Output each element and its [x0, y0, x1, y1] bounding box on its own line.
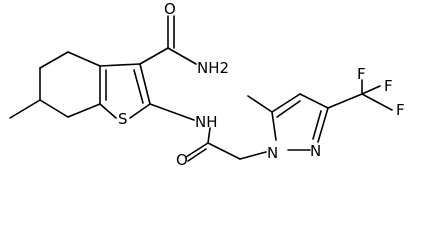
bond-acyl-ch2	[207, 142, 241, 160]
atom-nh-link: NH	[195, 113, 218, 131]
bond-thio-d	[99, 103, 117, 119]
bond-c-nh	[149, 103, 195, 121]
bond-pyr-b-1	[271, 93, 301, 113]
atom-n-pyrazole-2: N	[310, 142, 321, 160]
bond-cf-lower-right	[361, 93, 393, 111]
bond-ring6-e	[67, 103, 101, 118]
atom-nh2-amide: NH2	[197, 59, 229, 77]
chemical-structure-drawing: O NH2 S NH O N N F F F	[9, 0, 405, 169]
bond-pyr-b-2	[276, 100, 301, 118]
bond-pyr-c	[299, 93, 329, 109]
bond-amide-cn	[167, 47, 197, 65]
bond-ring6-c	[67, 51, 101, 67]
bond-pyr-a	[271, 111, 277, 141]
bonds	[9, 15, 393, 162]
bond-thio-c	[129, 103, 151, 119]
atom-f-lower-right: F	[396, 101, 405, 119]
bond-pyr-d-2	[312, 110, 322, 140]
bond-pyr-methyl	[247, 95, 273, 113]
bond-nh-c	[207, 127, 211, 144]
atom-o-acyl: O	[176, 151, 188, 169]
bond-pyr-d-1	[317, 107, 329, 143]
bond-ring6-b	[39, 51, 69, 69]
bond-thio-b-1	[139, 63, 151, 105]
bond-acyl-co-2	[187, 148, 207, 162]
bond-cf-upper-right	[361, 85, 381, 95]
bond-ring6-d	[39, 99, 69, 118]
atom-n-pyrazole-1: N	[267, 144, 278, 162]
bond-ch2-n	[239, 151, 267, 160]
atom-f-upper-right: F	[384, 77, 393, 95]
bond-thio-b-2	[133, 69, 144, 104]
bond-amide-c	[139, 47, 169, 65]
atom-o-amide: O	[164, 0, 176, 18]
bond-cf3	[327, 93, 363, 109]
atom-s-ring: S	[118, 110, 128, 128]
bond-acyl-co-1	[185, 142, 209, 158]
atom-labels: O NH2 S NH O N N F F F	[118, 0, 405, 169]
atom-f-top: F	[357, 65, 366, 83]
bond-methyl	[9, 99, 41, 119]
bond-thio-a	[99, 63, 141, 67]
